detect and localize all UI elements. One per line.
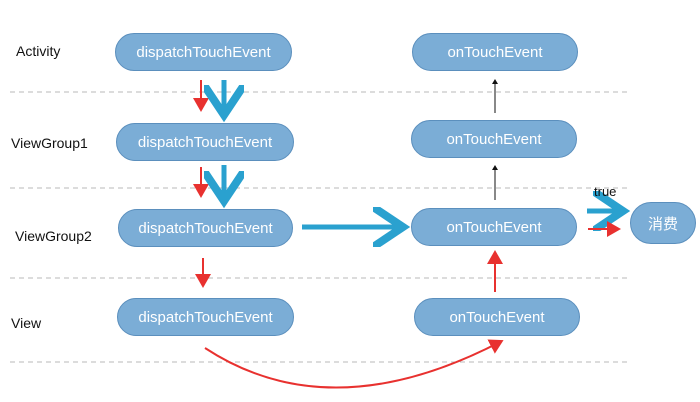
viewgroup1-on-touch-event: onTouchEvent [411, 120, 577, 158]
lane-label-view: View [11, 315, 42, 331]
consume-node: 消费 [630, 202, 696, 244]
view-on-touch-event: onTouchEvent [414, 298, 580, 336]
lane-label-activity: Activity [16, 43, 61, 59]
viewgroup1-dispatch-touch-event: dispatchTouchEvent [116, 123, 294, 161]
lane-label-viewgroup2: ViewGroup2 [15, 228, 92, 244]
view-dispatch-touch-event: dispatchTouchEvent [117, 298, 294, 336]
viewgroup2-dispatch-touch-event: dispatchTouchEvent [118, 209, 293, 247]
red-curve-arrow [204, 339, 504, 389]
lane-label-viewgroup1: ViewGroup1 [11, 135, 88, 151]
viewgroup2-on-touch-event: onTouchEvent [411, 208, 577, 246]
activity-dispatch-touch-event: dispatchTouchEvent [115, 33, 292, 71]
true-label: true [594, 184, 617, 199]
activity-on-touch-event: onTouchEvent [412, 33, 578, 71]
